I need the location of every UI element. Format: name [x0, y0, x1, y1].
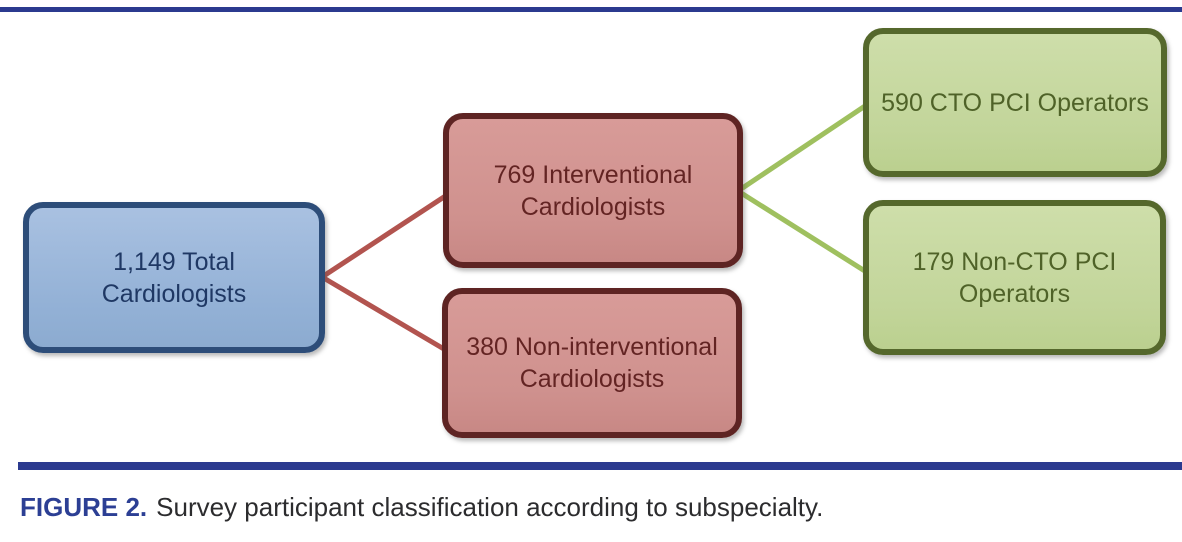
figure-caption-label: FIGURE 2. [20, 492, 148, 522]
connector-total-to-non-interventional [319, 274, 452, 355]
connector-interventional-to-cto [735, 101, 871, 194]
caption-divider-rule [18, 462, 1182, 470]
node-non-interventional-cardiologists-label: 380 Non-interventional Cardiologists [466, 333, 718, 393]
node-non-interventional-cardiologists: 380 Non-interventional Cardiologists [442, 288, 742, 438]
node-total-cardiologists-label: 1,149 Total Cardiologists [101, 247, 247, 308]
figure-caption-text: Survey participant classification accord… [156, 492, 824, 522]
node-cto-pci-operators: 590 CTO PCI Operators [863, 28, 1167, 177]
figure-caption: FIGURE 2. Survey participant classificati… [20, 492, 823, 522]
node-interventional-cardiologists-label: 769 Interventional Cardiologists [493, 160, 693, 221]
node-total-cardiologists: 1,149 Total Cardiologists [23, 202, 325, 353]
top-rule [0, 7, 1182, 12]
node-interventional-cardiologists: 769 Interventional Cardiologists [443, 113, 743, 268]
connector-interventional-to-non-cto [735, 188, 871, 276]
node-non-cto-pci-operators: 179 Non-CTO PCI Operators [863, 200, 1166, 355]
node-cto-pci-operators-label: 590 CTO PCI Operators [881, 88, 1149, 117]
connector-total-to-interventional [319, 190, 453, 280]
node-non-cto-pci-operators-label: 179 Non-CTO PCI Operators [912, 247, 1117, 308]
